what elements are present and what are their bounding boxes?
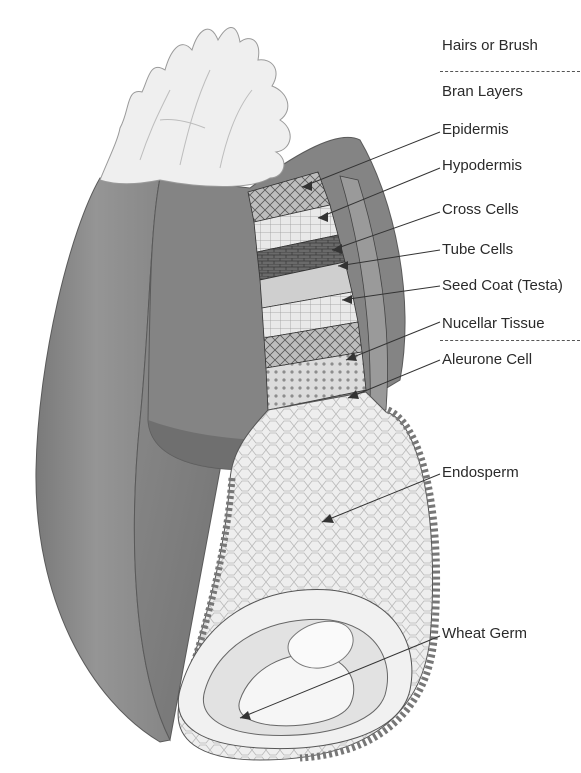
label-cross-cells: Cross Cells [442,201,519,219]
label-bran-layers: Bran Layers [442,83,523,101]
label-endosperm: Endosperm [442,464,519,482]
label-aleurone-cell: Aleurone Cell [442,351,532,369]
separator-bottom [440,340,580,341]
label-wheat-germ: Wheat Germ [442,625,527,643]
label-hypodermis: Hypodermis [442,157,522,175]
label-nucellar-tissue: Nucellar Tissue [442,315,545,333]
label-tube-cells: Tube Cells [442,241,513,259]
label-seed-coat: Seed Coat (Testa) [442,277,563,295]
label-epidermis: Epidermis [442,121,509,139]
separator-top [440,71,580,72]
label-hairs-or-brush: Hairs or Brush [442,37,538,55]
